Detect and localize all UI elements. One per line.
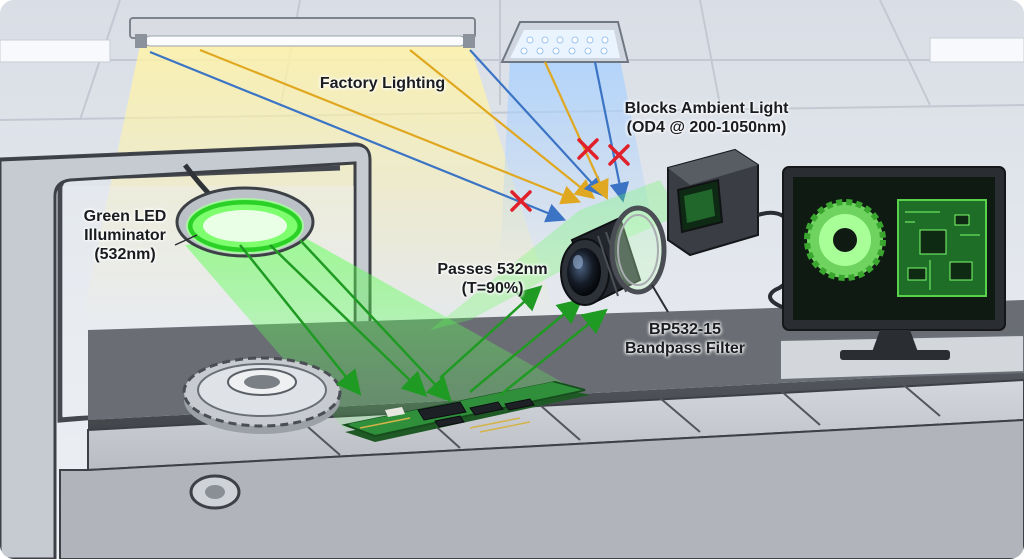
camera-icon: [668, 150, 758, 255]
blocks-ambient-line-2: (OD4 @ 200-1050nm): [614, 118, 799, 137]
led-panel-icon: [502, 22, 628, 62]
blocks-ambient-label: Blocks Ambient Light (OD4 @ 200-1050nm): [614, 99, 799, 137]
monitor-gear-icon: [807, 202, 883, 278]
filter-label: BP532-15 Bandpass Filter: [615, 320, 755, 358]
passes-label: Passes 532nm (T=90%): [430, 260, 555, 298]
passes-line-2: (T=90%): [430, 279, 555, 298]
green-led-line-2: Illuminator: [70, 226, 180, 245]
green-led-line-3: (532nm): [70, 245, 180, 264]
monitor-pcb-icon: [898, 200, 986, 296]
green-led-line-1: Green LED: [70, 207, 180, 226]
filter-line-1: BP532-15: [615, 320, 755, 339]
blocks-ambient-line-1: Blocks Ambient Light: [614, 99, 799, 118]
green-led-label: Green LED Illuminator (532nm): [70, 207, 180, 264]
fluorescent-tube-icon: [130, 18, 475, 48]
filter-line-2: Bandpass Filter: [615, 339, 755, 358]
gear-icon: [184, 358, 340, 434]
factory-lighting-label: Factory Lighting: [300, 74, 465, 93]
passes-line-1: Passes 532nm: [430, 260, 555, 279]
